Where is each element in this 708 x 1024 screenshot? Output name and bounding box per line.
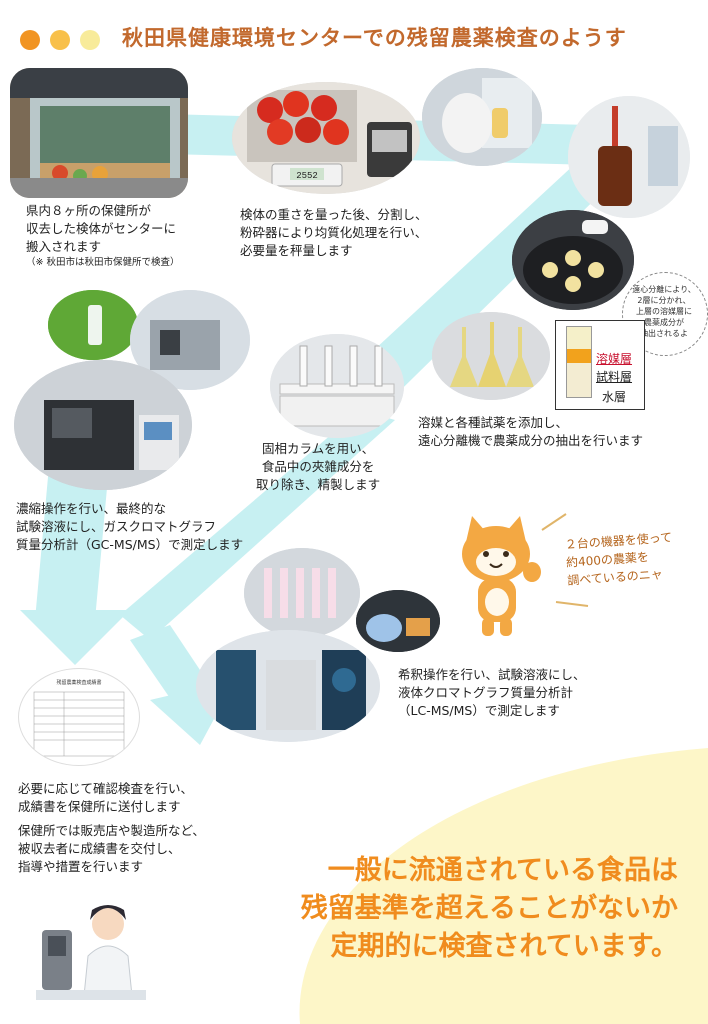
step4-caption: 固相カラムを用い、 食品中の夾雑成分を 取り除き、精製します: [256, 440, 380, 494]
scale-readout: 2552: [296, 171, 318, 181]
layer-solvent-label: 溶媒層: [596, 352, 633, 366]
header-dot-cream: [80, 30, 100, 50]
photo-gcms-instrument: [14, 360, 192, 490]
summary-line: 残留基準を超えることがないか: [300, 893, 678, 924]
step5-line: 試験溶液にし、ガスクロマトグラフ: [16, 519, 217, 534]
layer-water-label: 水層: [602, 390, 627, 404]
photo-gloved-hand: [422, 68, 542, 166]
centrifuge-note-line: 2層に分かれ、: [637, 296, 691, 305]
cat-illustration: [452, 514, 548, 640]
step2-caption: 検体の重さを量った後、分割し、 粉砕器により均質化処理を行い、 必要量を秤量しま…: [240, 206, 428, 260]
step3-caption: 溶媒と各種試薬を添加し、 遠心分離機で農薬成分の抽出を行います: [418, 414, 643, 450]
step2-line: 必要量を秤量します: [240, 243, 353, 258]
step1-caption: 県内８ヶ所の保健所が 収去した検体がセンターに 搬入されます （※ 秋田市は秋田…: [26, 202, 179, 270]
step1-line: 搬入されます: [26, 239, 102, 254]
photo-centrifuge: [512, 210, 634, 310]
step4-line: 食品中の夾雑成分を: [261, 459, 375, 474]
step4-line: 取り除き、精製します: [256, 477, 381, 492]
photo-supermarket: [10, 68, 188, 198]
header-dot-yellow: [50, 30, 70, 50]
flow-band-3: [120, 410, 395, 640]
step6-line: 希釈操作を行い、試験溶液にし、: [398, 667, 586, 682]
photo-pipetting: [356, 590, 440, 652]
step6-caption: 希釈操作を行い、試験溶液にし、 液体クロマトグラフ質量分析計 （LC-MS/MS…: [398, 666, 586, 720]
step5-line: 質量分析計（GC-MS/MS）で測定します: [16, 537, 244, 552]
step3-line: 遠心分離機で農薬成分の抽出を行います: [418, 433, 644, 448]
step4-line: 固相カラムを用い、: [262, 441, 375, 456]
step5-line: 濃縮操作を行い、最終的な: [16, 501, 167, 516]
step6-line: （LC-MS/MS）で測定します: [398, 703, 560, 718]
step3-line: 溶媒と各種試薬を添加し、: [418, 415, 569, 430]
step1-note: （※ 秋田市は秋田市保健所で検査）: [26, 257, 180, 268]
photo-reagent-bottle: [568, 96, 690, 218]
summary-text: 一般に流通されている食品は 残留基準を超えることがないか 定期的に検査されていま…: [301, 852, 678, 966]
photo-tomato-scale: 2552: [232, 82, 420, 194]
step7-line: 必要に応じて確認検査を行い、: [18, 781, 194, 796]
step8-line: 指導や措置を行います: [18, 859, 144, 874]
step1-line: 県内８ヶ所の保健所が: [26, 203, 152, 218]
step2-line: 粉砕器により均質化処理を行い、: [240, 225, 428, 240]
summary-line: 定期的に検査されています。: [330, 931, 679, 962]
step8-line: 被収去者に成績書を交付し、: [18, 841, 181, 856]
centrifuge-note-line: 抽出されるよ: [640, 329, 688, 338]
step2-line: 検体の重さを量った後、分割し、: [240, 207, 428, 222]
centrifuge-note-line: 農薬成分が: [644, 318, 684, 327]
step1-line: 収去した検体がセンターに: [26, 221, 177, 236]
photo-result-document: 残留農薬検査成績書: [18, 668, 140, 766]
photo-flasks: [432, 312, 550, 400]
photo-lcms-instrument: [196, 630, 380, 742]
photo-spe-columns: [270, 334, 404, 438]
step8-caption: 保健所では販売店や製造所など、 被収去者に成績書を交付し、 指導や措置を行います: [18, 822, 205, 876]
layer-tube: [566, 326, 592, 398]
layer-sample-label: 試料層: [596, 370, 633, 384]
step7-line: 成績書を保健所に送付します: [18, 799, 181, 814]
summary-blob: [299, 748, 708, 1024]
centrifuge-note-line: 遠心分離により、: [632, 285, 696, 294]
flow-arrow-down: [20, 610, 130, 665]
header-dot-orange: [20, 30, 40, 50]
step7-caption: 必要に応じて確認検査を行い、 成績書を保健所に送付します: [18, 780, 193, 816]
step8-line: 保健所では販売店や製造所など、: [18, 823, 205, 838]
cat-speech: ２台の機器を使って 約400の農薬を 調べているのニャ: [564, 528, 675, 589]
cat-speech-marks: [541, 513, 589, 607]
photo-gc-lab-1: [48, 290, 138, 360]
step5-caption: 濃縮操作を行い、最終的な 試験溶液にし、ガスクロマトグラフ 質量分析計（GC-M…: [16, 500, 243, 554]
centrifuge-note: 遠心分離により、 2層に分かれ、 上層の溶媒層に 農薬成分が 抽出されるよ: [624, 284, 704, 339]
page-title: 秋田県健康環境センターでの残留農薬検査のようす: [122, 26, 627, 50]
summary-line: 一般に流通されている食品は: [327, 855, 678, 886]
scientist-illustration: [32, 896, 150, 1006]
centrifuge-note-line: 上層の溶媒層に: [636, 307, 692, 316]
document-title: 残留農薬検査成績書: [56, 680, 102, 686]
step6-line: 液体クロマトグラフ質量分析計: [398, 685, 574, 700]
photo-test-tubes: [244, 548, 360, 638]
